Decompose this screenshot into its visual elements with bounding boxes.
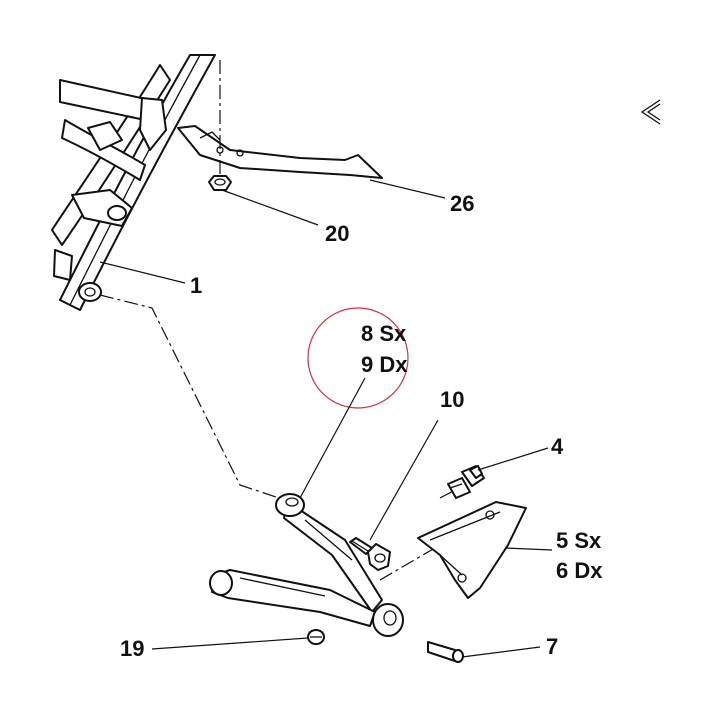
leader-10 [369, 419, 439, 541]
leader-4 [477, 447, 549, 471]
callout-10: 10 [440, 387, 464, 412]
leader-8-9 [299, 377, 366, 499]
callout-8: 8 Sx [361, 321, 407, 346]
axis-line-bolt-10 [379, 544, 441, 581]
frame-part-1 [51, 54, 216, 311]
leader-lines [99, 179, 553, 658]
leader-5-6 [504, 547, 553, 551]
callout-9: 9 Dx [361, 352, 408, 377]
heel-guard-part-5-6 [417, 501, 527, 599]
leader-19 [151, 637, 309, 650]
leader-26 [369, 179, 446, 199]
washer-part-19 [307, 629, 325, 645]
bracket-part-26 [177, 125, 383, 179]
assembly-line-frame [99, 294, 286, 501]
bolt-part-10 [349, 537, 391, 571]
callout-6: 6 Dx [556, 558, 603, 583]
bolt-part-4 [447, 465, 485, 499]
callout-5: 5 Sx [556, 528, 602, 553]
callout-26: 26 [450, 191, 474, 216]
chevron-left-icon-inner [646, 103, 661, 121]
callout-19: 19 [120, 636, 144, 661]
pin-part-7 [427, 641, 464, 663]
leader-1 [99, 261, 186, 284]
callout-4: 4 [551, 434, 564, 459]
highlight-circle [307, 307, 409, 409]
axis-line-bolt-4 [439, 489, 456, 499]
leader-7 [461, 646, 541, 658]
footpeg-hanger-part-8-9 [209, 493, 404, 637]
leader-20 [221, 189, 319, 226]
chevron-left-icon [640, 99, 661, 125]
callout-20: 20 [325, 221, 349, 246]
nut-part-20 [208, 175, 232, 191]
callout-1: 1 [190, 273, 202, 298]
callout-7: 7 [546, 634, 558, 659]
